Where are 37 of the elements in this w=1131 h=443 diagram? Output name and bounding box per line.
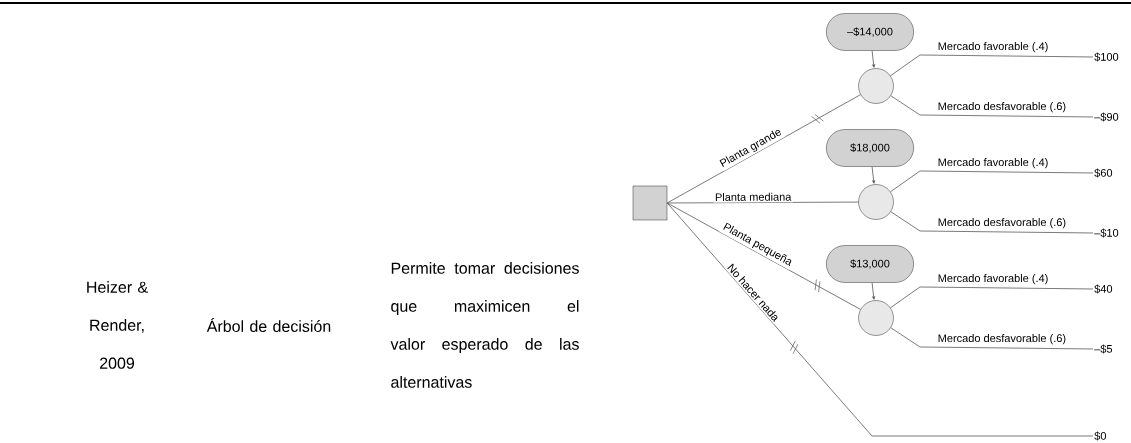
- description-cell: Permite tomar decisiones que maximicen el valor esperado de las alternativas: [390, 262, 579, 388]
- branch-line: [871, 50, 876, 68]
- branch-line: [890, 170, 1094, 193]
- branch-line: [890, 95, 1094, 118]
- chance-circle: [858, 300, 894, 336]
- cost-pill: $18,000: [826, 129, 914, 167]
- cost-pill: –$14,000: [826, 13, 914, 51]
- decision-square: [632, 185, 668, 221]
- edge-label: Mercado favorable (.4): [936, 272, 1050, 286]
- branch-line: [666, 94, 861, 204]
- payoff-value: $40: [1094, 284, 1113, 294]
- method-cell: Árbol de decisión: [206, 317, 331, 332]
- branch-line: [666, 202, 861, 310]
- edge-label: Mercado favorable (.4): [936, 156, 1050, 170]
- branch-line: [871, 282, 876, 300]
- branch-line: [871, 166, 876, 184]
- payoff-value: $100: [1094, 52, 1119, 62]
- branch-line: [890, 286, 1094, 309]
- payoff-value: –$90: [1094, 112, 1119, 122]
- payoff-value: $60: [1094, 168, 1113, 178]
- branch-line: [890, 327, 1094, 350]
- cost-pill: $13,000: [826, 245, 914, 283]
- branch-line: [890, 54, 1094, 77]
- branch-line: [666, 201, 859, 204]
- chance-circle: [858, 68, 894, 104]
- edge-label: Mercado desfavorable (.6): [936, 332, 1068, 346]
- edge-label: Mercado favorable (.4): [936, 40, 1050, 54]
- branch-line: [666, 202, 1094, 437]
- edge-label: Mercado desfavorable (.6): [936, 100, 1068, 114]
- payoff-value: –$5: [1094, 344, 1113, 354]
- payoff-value: $0: [1094, 431, 1106, 441]
- branch-line: [890, 211, 1094, 234]
- edge-label: Planta mediana: [713, 191, 793, 203]
- author-cell: Heizer & Render, 2009: [87, 281, 148, 369]
- edge-label: Mercado desfavorable (.6): [936, 216, 1068, 230]
- chance-circle: [858, 184, 894, 220]
- payoff-value: –$10: [1094, 228, 1119, 238]
